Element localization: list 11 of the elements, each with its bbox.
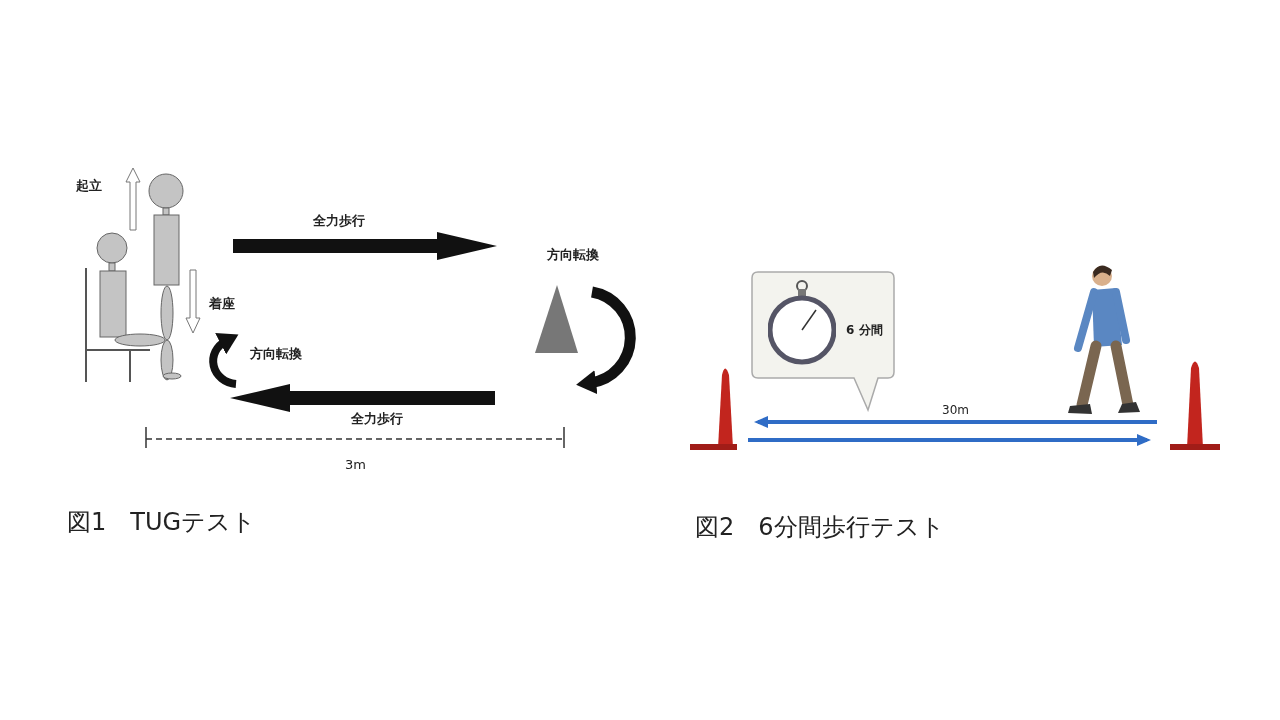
duration-label: 6 分間 [846,324,883,338]
step-label: 起立 [76,179,102,194]
figure-caption: 図2 6分間歩行テスト [695,514,945,541]
distance-label: 3m [345,458,366,473]
step-label: 全力歩行 [351,412,403,427]
step-label: 全力歩行 [313,214,365,229]
step-label: 方向転換 [547,248,599,263]
step-label: 着座 [209,297,235,312]
step-label: 方向転換 [250,347,302,362]
distance-label: 30m [942,404,969,418]
figure-caption: 図1 TUGテスト [67,509,257,536]
